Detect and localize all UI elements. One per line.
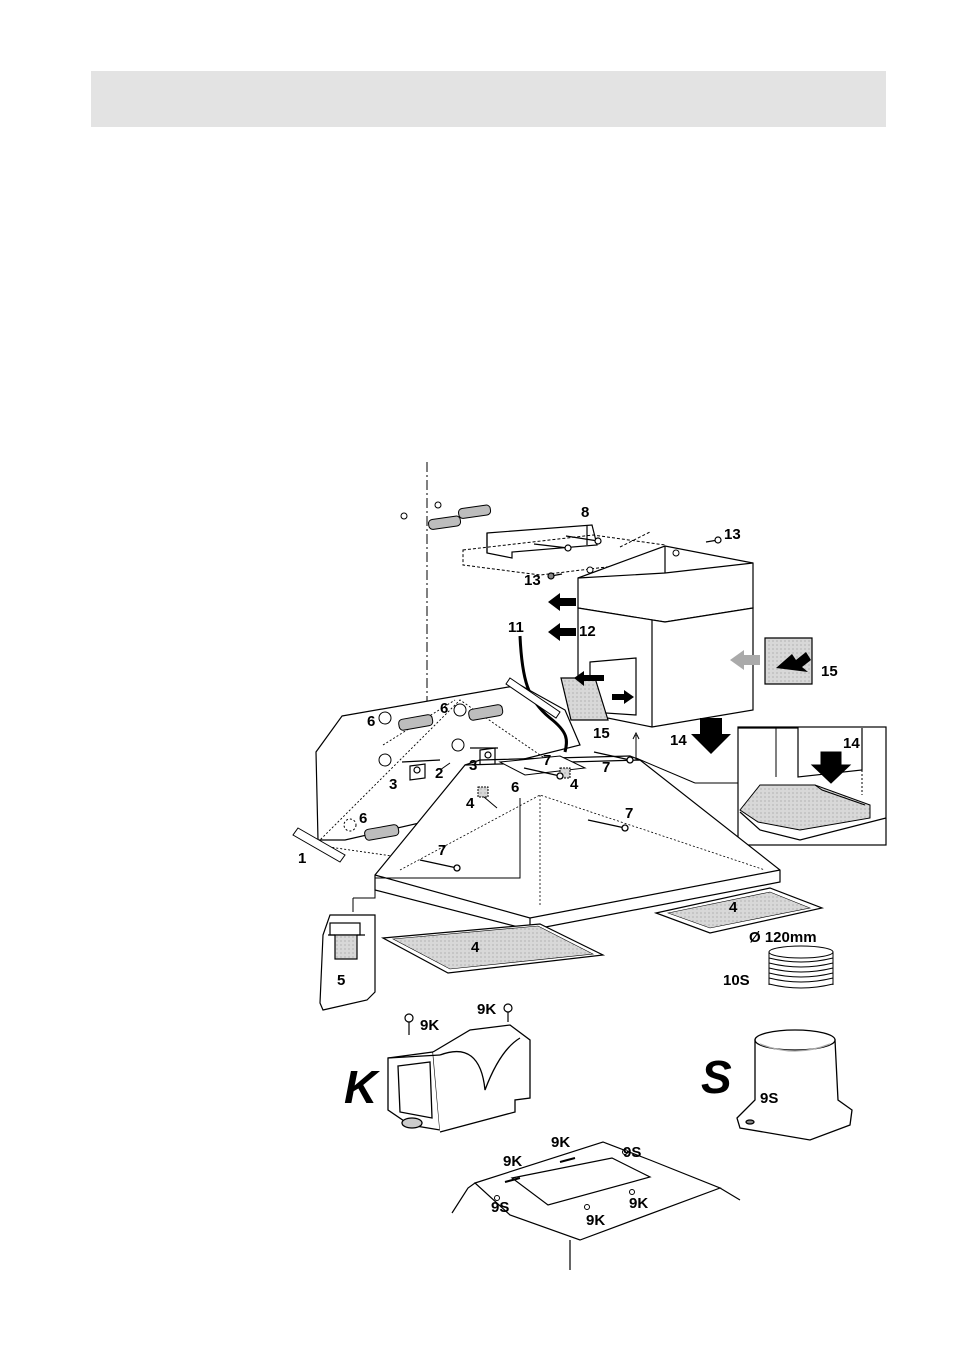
filter-15-left: [560, 671, 634, 721]
label-9k-b2: 9K: [503, 1153, 522, 1170]
arrow-14: [691, 718, 731, 754]
upper-screws: [533, 535, 722, 580]
label-5: 5: [337, 972, 345, 989]
label-3a: 3: [389, 776, 397, 793]
label-14a: 14: [670, 732, 687, 749]
label-7b: 7: [602, 759, 610, 776]
brackets-3: [409, 747, 496, 781]
wall-bracket-8: [486, 524, 598, 559]
label-13a: 13: [724, 526, 741, 543]
header-band: [91, 71, 886, 127]
chimney-dots: [586, 549, 680, 574]
grease-filter-4-left: [380, 923, 606, 974]
variant-s-label: S: [701, 1051, 732, 1103]
label-1: 1: [298, 850, 306, 867]
label-9k-top2: 9K: [477, 1001, 496, 1018]
label-6d: 6: [359, 810, 367, 827]
label-13b: 13: [524, 572, 541, 589]
label-15a: 15: [821, 663, 838, 680]
label-4c: 4: [471, 939, 480, 956]
chimney-upper: [577, 545, 754, 623]
label-6b: 6: [440, 700, 448, 717]
label-9k-top1: 9K: [420, 1017, 439, 1034]
label-11: 11: [508, 619, 524, 636]
variant-k-label: K: [344, 1061, 380, 1113]
label-4a: 4: [466, 795, 475, 812]
label-9k-b4: 9K: [586, 1212, 605, 1229]
label-4b: 4: [570, 776, 579, 793]
label-15b: 15: [593, 725, 610, 742]
label-3b: 3: [469, 757, 477, 774]
label-9s-b2: 9S: [491, 1199, 509, 1216]
screws-7: [419, 751, 634, 872]
plate-holes: [494, 1149, 635, 1210]
hood-top-plate: [451, 1141, 741, 1270]
screws-9K-top: [404, 1003, 513, 1035]
label-14b: 14: [843, 735, 860, 752]
label-10s: 10S: [723, 972, 750, 989]
label-4d: 4: [729, 899, 738, 916]
callout-labels: 1 2 3 3 4 4 4 4 5 6 6 6 6 7 7 7 7 8 9K 9…: [298, 504, 860, 1229]
label-2: 2: [435, 765, 443, 782]
label-7d: 7: [438, 842, 446, 859]
label-9k-b1: 9K: [551, 1134, 570, 1151]
adapter-K: [387, 1024, 531, 1133]
wall-dashed-mount-outline: [314, 699, 622, 861]
label-7c: 7: [625, 805, 633, 822]
hood-top-opening: [477, 755, 587, 798]
label-9s-adapter: 9S: [760, 1090, 778, 1107]
pointer-2: [439, 762, 451, 771]
label-8: 8: [581, 504, 589, 521]
label-12: 12: [579, 623, 596, 640]
upper-wall-plugs: [400, 501, 492, 530]
label-6c: 6: [511, 779, 519, 796]
label-9s-b1: 9S: [623, 1144, 641, 1161]
label-7a: 7: [543, 752, 551, 769]
screws-2: [401, 747, 498, 763]
adapter-S: [736, 1029, 853, 1141]
label-6a: 6: [367, 713, 375, 730]
diameter-label: Ø 120mm: [749, 929, 817, 946]
detail-inset: [635, 726, 887, 846]
power-cable-11: [518, 635, 568, 753]
hood-dashed-inner: [399, 794, 766, 905]
detail-5-knob: [319, 798, 521, 1011]
conduit-1: [292, 677, 561, 863]
label-9k-b3: 9K: [629, 1195, 648, 1212]
filter-15-right: [730, 637, 813, 685]
flexible-duct-10S: [768, 945, 834, 989]
arrows-12: [548, 593, 576, 641]
grease-filter-4-right: [653, 887, 825, 934]
pointer-4: [483, 796, 498, 809]
upper-dashed-outline: [462, 531, 666, 576]
